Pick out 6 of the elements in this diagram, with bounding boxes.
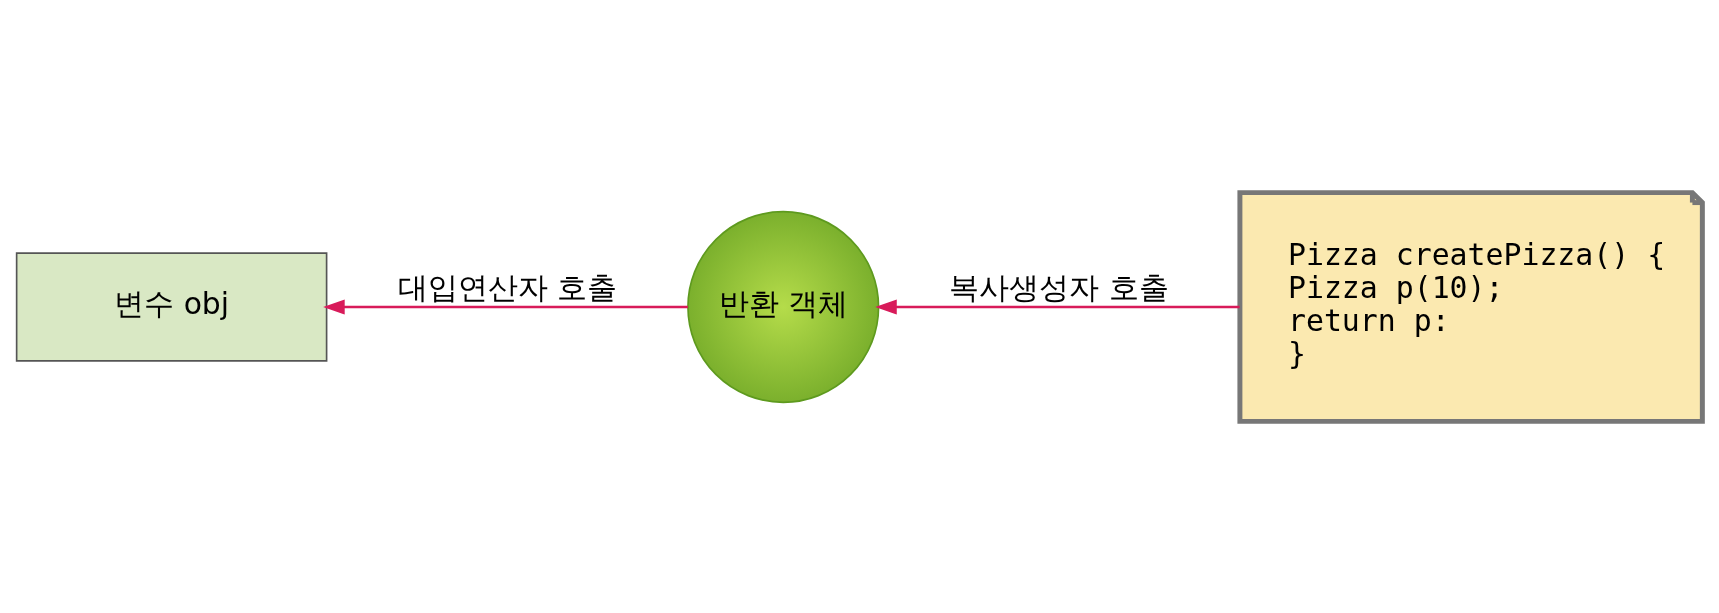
edge-label: 복사생성자 호출: [949, 269, 1169, 305]
node-circle: 반환 객체: [687, 210, 880, 403]
edge-label: 대입연산자 호출: [397, 269, 618, 305]
arrow: [875, 298, 1240, 315]
arrow: [323, 298, 688, 315]
node-box: 변수 obj: [15, 251, 328, 362]
